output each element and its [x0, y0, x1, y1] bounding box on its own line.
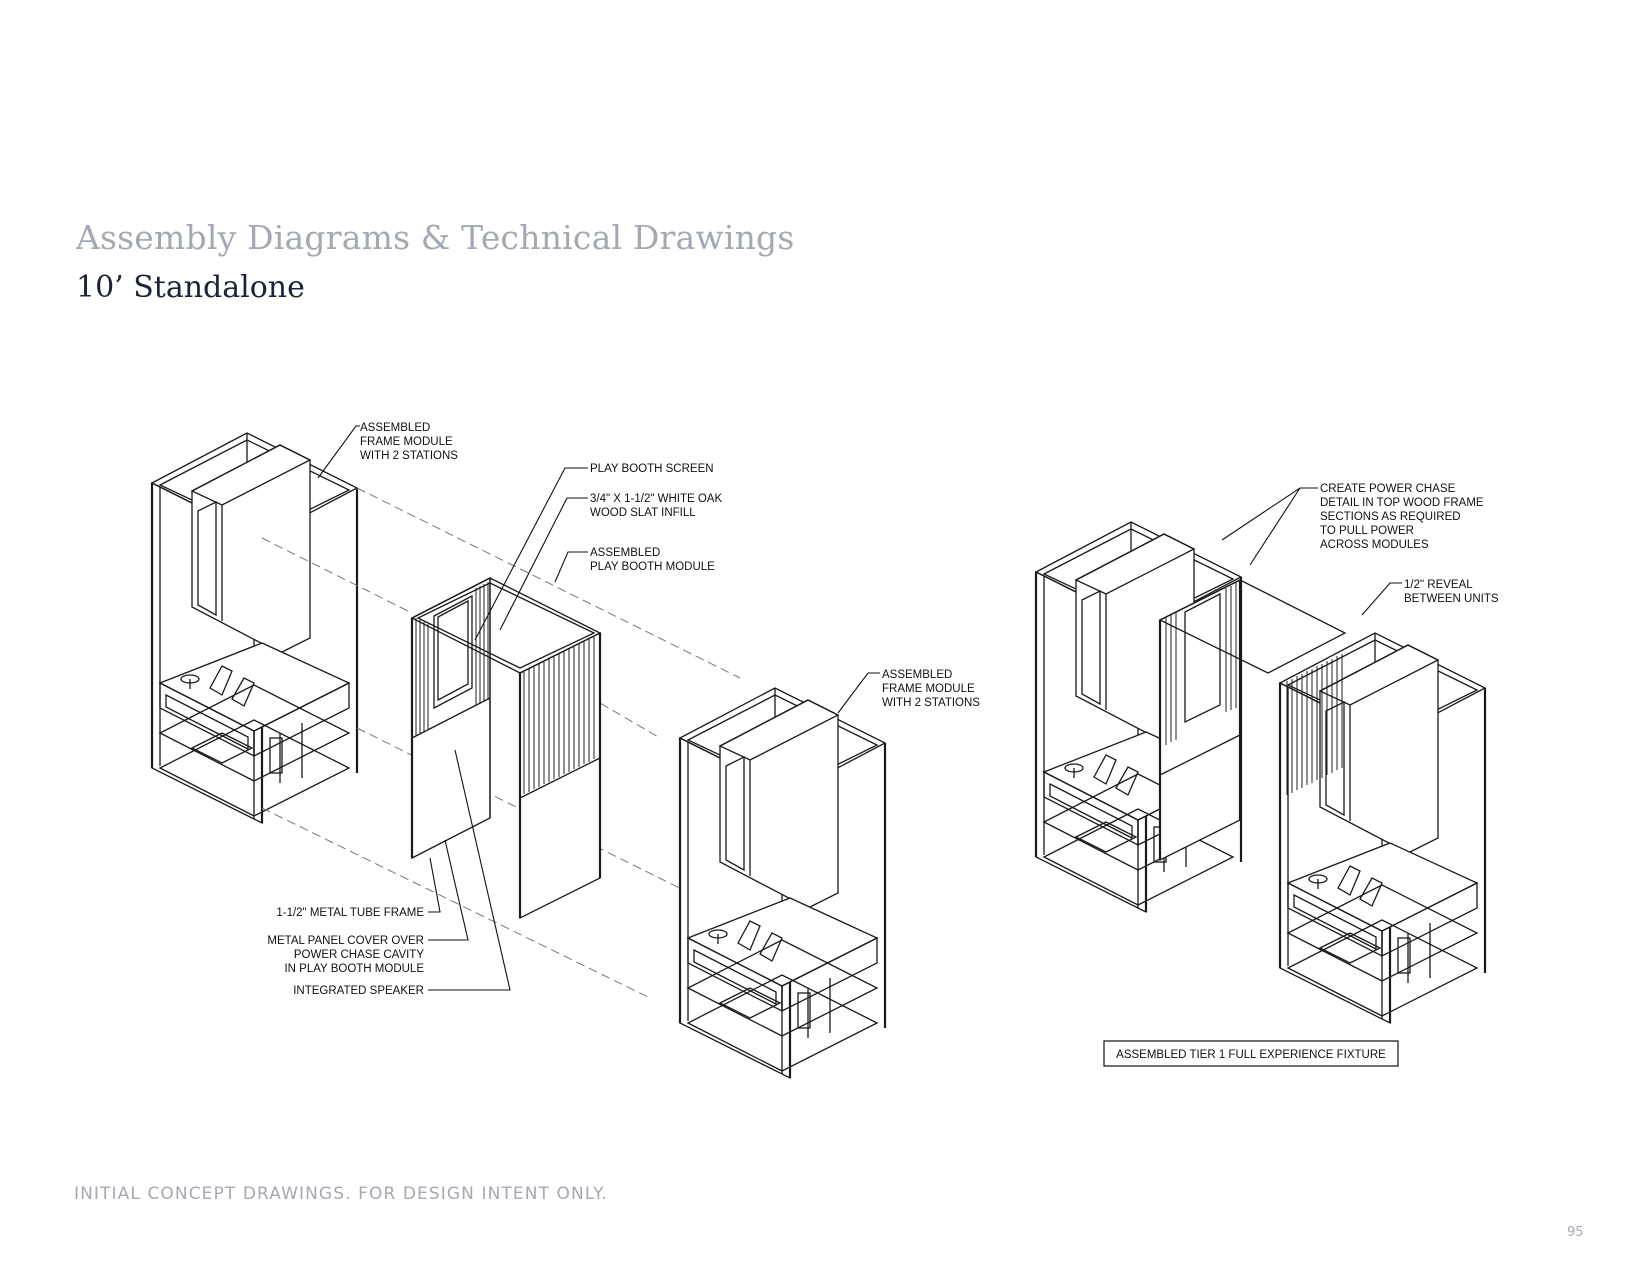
callout-metal-tube: 1-1/2" METAL TUBE FRAME [276, 857, 441, 919]
svg-text:DETAIL IN TOP WOOD FRAME: DETAIL IN TOP WOOD FRAME [1320, 497, 1484, 509]
callout-metal-panel: METAL PANEL COVER OVER POWER CHASE CAVIT… [267, 839, 469, 975]
svg-text:TO PULL POWER: TO PULL POWER [1320, 525, 1414, 537]
callout-wood-slat: 3/4" X 1-1/2" WHITE OAK WOOD SLAT INFILL [499, 493, 722, 631]
svg-text:WOOD SLAT INFILL: WOOD SLAT INFILL [590, 507, 696, 519]
play-booth-module [410, 576, 602, 920]
svg-text:ASSEMBLED: ASSEMBLED [360, 422, 430, 434]
assembled-booth-middle [1158, 578, 1347, 862]
callout-power-chase: CREATE POWER CHASE DETAIL IN TOP WOOD FR… [1221, 483, 1484, 566]
svg-text:PLAY BOOTH SCREEN: PLAY BOOTH SCREEN [590, 463, 714, 475]
assembled-fixture [1034, 520, 1487, 1025]
svg-text:CREATE POWER CHASE: CREATE POWER CHASE [1320, 483, 1456, 495]
svg-text:SECTIONS AS REQUIRED: SECTIONS AS REQUIRED [1320, 511, 1461, 523]
assembled-frame-module-b [1278, 631, 1487, 1025]
svg-text:BETWEEN UNITS: BETWEEN UNITS [1404, 593, 1499, 605]
svg-text:1-1/2" METAL TUBE FRAME: 1-1/2" METAL TUBE FRAME [276, 907, 424, 919]
assembled-slats-b [1286, 654, 1343, 795]
fixture-caption-box: ASSEMBLED TIER 1 FULL EXPERIENCE FIXTURE [1103, 1040, 1399, 1067]
svg-text:ASSEMBLED: ASSEMBLED [882, 669, 952, 681]
svg-text:WITH 2 STATIONS: WITH 2 STATIONS [882, 697, 980, 709]
svg-text:1/2" REVEAL: 1/2" REVEAL [1404, 579, 1473, 591]
svg-text:POWER CHASE CAVITY: POWER CHASE CAVITY [294, 949, 424, 961]
svg-text:PLAY BOOTH MODULE: PLAY BOOTH MODULE [590, 561, 715, 573]
svg-text:ASSEMBLED: ASSEMBLED [590, 547, 660, 559]
svg-text:METAL PANEL COVER OVER: METAL PANEL COVER OVER [267, 935, 424, 947]
callout-reveal: 1/2" REVEAL BETWEEN UNITS [1361, 579, 1499, 616]
callout-frame-module-right: ASSEMBLED FRAME MODULE WITH 2 STATIONS [837, 669, 980, 714]
frame-module-left [150, 431, 359, 825]
svg-text:ACROSS MODULES: ACROSS MODULES [1320, 539, 1429, 551]
callout-frame-module-left: ASSEMBLED FRAME MODULE WITH 2 STATIONS [317, 422, 458, 479]
footer-disclaimer: INITIAL CONCEPT DRAWINGS. FOR DESIGN INT… [74, 1184, 608, 1204]
svg-text:IN PLAY BOOTH MODULE: IN PLAY BOOTH MODULE [284, 963, 424, 975]
wood-slat-infill-right [523, 637, 595, 794]
page-title: Assembly Diagrams & Technical Drawings [76, 218, 795, 257]
callout-play-booth-screen: PLAY BOOTH SCREEN [474, 463, 714, 641]
frame-module-right [678, 686, 887, 1080]
svg-text:WITH 2 STATIONS: WITH 2 STATIONS [360, 450, 458, 462]
svg-text:ASSEMBLED TIER 1 FULL EXPERIEN: ASSEMBLED TIER 1 FULL EXPERIENCE FIXTURE [1116, 1049, 1386, 1061]
svg-text:FRAME MODULE: FRAME MODULE [360, 436, 453, 448]
page-number: 95 [1567, 1225, 1584, 1240]
svg-text:3/4" X 1-1/2" WHITE OAK: 3/4" X 1-1/2" WHITE OAK [590, 493, 722, 505]
page-subtitle: 10’ Standalone [76, 270, 305, 305]
wood-slat-infill-left [415, 582, 489, 736]
svg-text:FRAME MODULE: FRAME MODULE [882, 683, 975, 695]
svg-text:INTEGRATED SPEAKER: INTEGRATED SPEAKER [293, 985, 424, 997]
callout-play-booth-module: ASSEMBLED PLAY BOOTH MODULE [554, 547, 715, 583]
callout-speaker: INTEGRATED SPEAKER [293, 749, 511, 997]
